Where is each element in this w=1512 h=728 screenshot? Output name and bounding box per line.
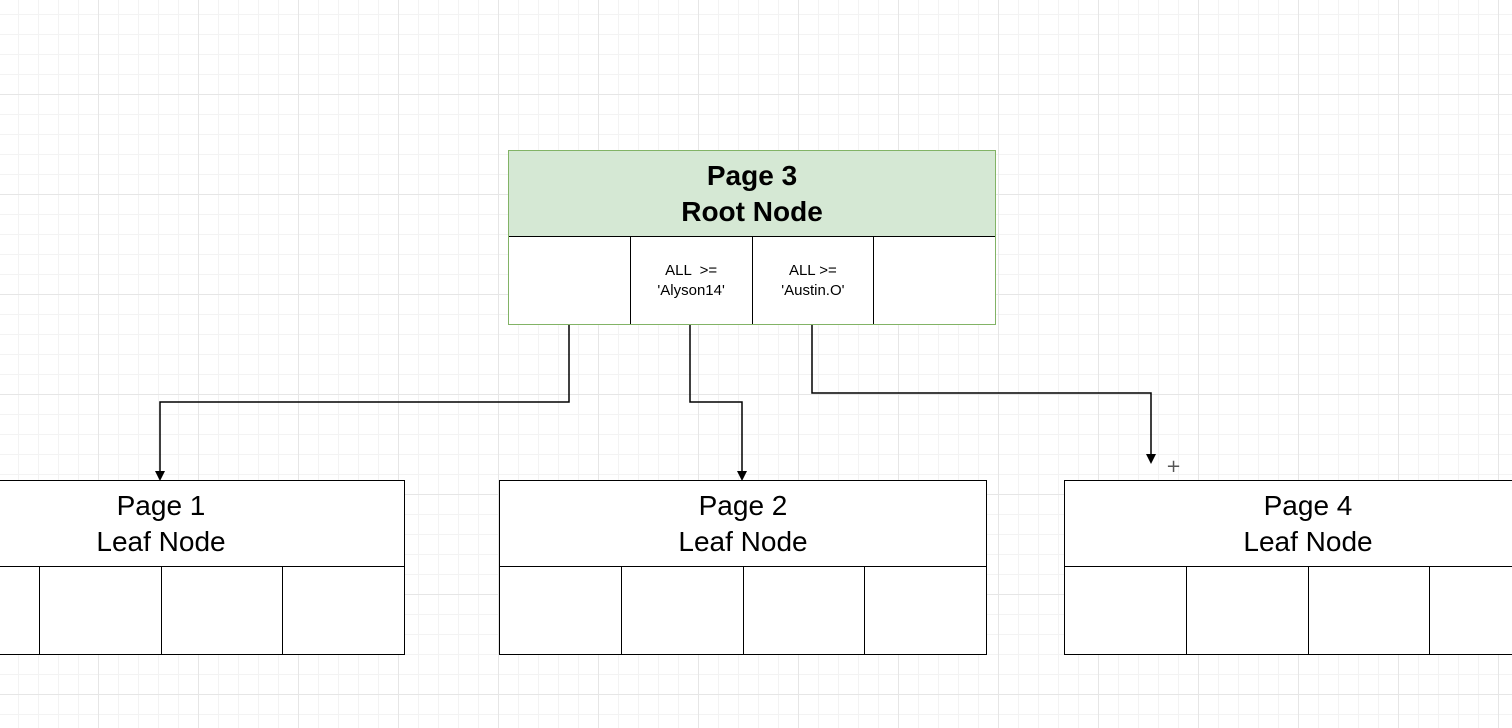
- plus-cursor-icon: +: [1166, 456, 1182, 477]
- leaf-2-cell-1[interactable]: [500, 567, 622, 654]
- edge-root-to-page-2[interactable]: [689, 325, 747, 481]
- leaf-node-page-4-cells: [1065, 567, 1512, 654]
- leaf-1-cell-4[interactable]: [283, 567, 404, 654]
- root-key-cell-2[interactable]: ALL >= 'Alyson14': [631, 237, 753, 324]
- leaf-node-page-4-header: Page 4 Leaf Node: [1065, 481, 1512, 567]
- root-node-title: Page 3: [706, 159, 798, 191]
- leaf-4-cell-1[interactable]: [1065, 567, 1187, 654]
- leaf-1-cell-2[interactable]: [40, 567, 162, 654]
- leaf-node-page-2[interactable]: Page 2 Leaf Node: [499, 480, 987, 655]
- edge-root-to-page-1[interactable]: [155, 325, 570, 481]
- edge-root-to-page-4[interactable]: [811, 325, 1156, 464]
- leaf-node-page-2-subtitle: Leaf Node: [678, 525, 808, 557]
- root-node-subtitle: Root Node: [681, 195, 823, 227]
- leaf-2-cell-4[interactable]: [865, 567, 986, 654]
- root-key-cell-3[interactable]: ALL >= 'Austin.O': [753, 237, 875, 324]
- leaf-node-page-2-cells: [500, 567, 986, 654]
- leaf-node-page-1[interactable]: Page 1 Leaf Node: [0, 480, 405, 655]
- leaf-node-page-1-cells: [0, 567, 404, 654]
- leaf-node-page-2-title: Page 2: [698, 489, 788, 521]
- root-key-cell-4[interactable]: [874, 237, 995, 324]
- leaf-node-page-1-subtitle: Leaf Node: [96, 525, 226, 557]
- leaf-node-page-4-subtitle: Leaf Node: [1243, 525, 1373, 557]
- leaf-4-cell-3[interactable]: [1309, 567, 1431, 654]
- root-node-page-3[interactable]: Page 3 Root Node ALL >= 'Alyson14' ALL >…: [508, 150, 996, 325]
- leaf-1-cell-3[interactable]: [162, 567, 284, 654]
- leaf-1-cell-1[interactable]: [0, 567, 40, 654]
- root-node-header: Page 3 Root Node: [509, 151, 995, 237]
- leaf-2-cell-2[interactable]: [622, 567, 744, 654]
- root-key-cell-1[interactable]: [509, 237, 631, 324]
- leaf-node-page-1-title: Page 1: [116, 489, 206, 521]
- leaf-node-page-1-header: Page 1 Leaf Node: [0, 481, 404, 567]
- leaf-2-cell-3[interactable]: [744, 567, 866, 654]
- root-node-key-cells: ALL >= 'Alyson14' ALL >= 'Austin.O': [509, 236, 995, 324]
- leaf-node-page-4-title: Page 4: [1263, 489, 1353, 521]
- leaf-node-page-4[interactable]: Page 4 Leaf Node: [1064, 480, 1512, 655]
- leaf-node-page-2-header: Page 2 Leaf Node: [500, 481, 986, 567]
- leaf-4-cell-4[interactable]: [1430, 567, 1512, 654]
- leaf-4-cell-2[interactable]: [1187, 567, 1309, 654]
